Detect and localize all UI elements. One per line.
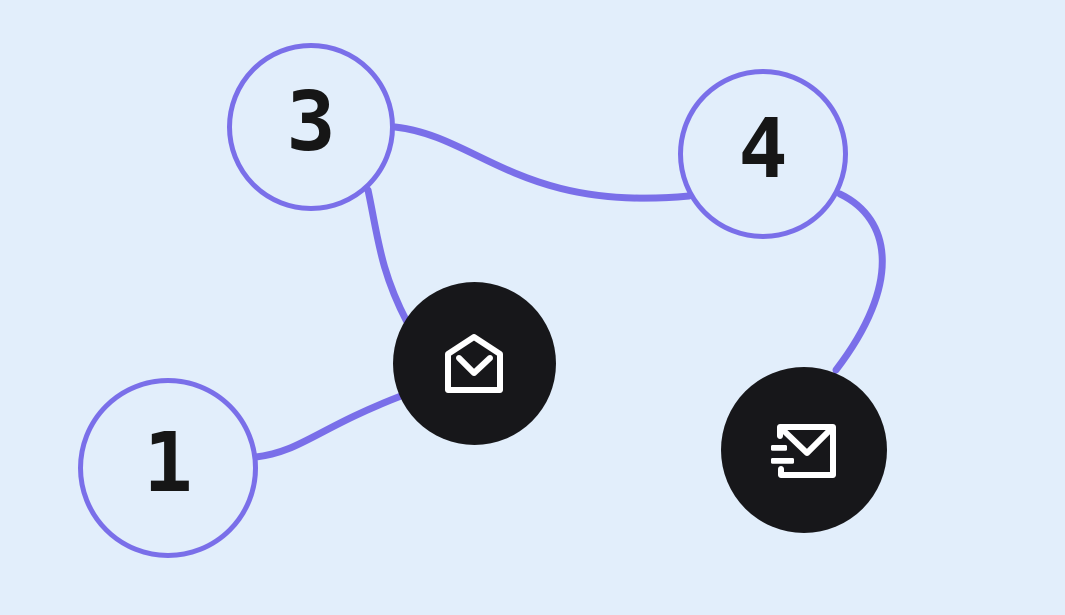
speed-dash-bottom [771, 458, 794, 464]
node-3: 3 [227, 43, 395, 211]
node-4: 4 [678, 69, 848, 239]
node-mail-send [721, 367, 887, 533]
mail-open-icon [445, 334, 503, 393]
mail-send-icon [771, 424, 836, 478]
node-1-label: 1 [143, 416, 193, 511]
edge-3-to-mail-open [364, 186, 411, 326]
node-3-label: 3 [286, 75, 336, 170]
node-mail-open [393, 282, 556, 445]
edge-3-to-4 [391, 123, 693, 202]
node-4-label: 4 [738, 102, 788, 197]
node-1: 1 [78, 378, 258, 558]
edge-1-to-mail-open [252, 392, 405, 461]
edge-4-to-mail-send [832, 190, 886, 374]
speed-dash-top [771, 445, 787, 451]
